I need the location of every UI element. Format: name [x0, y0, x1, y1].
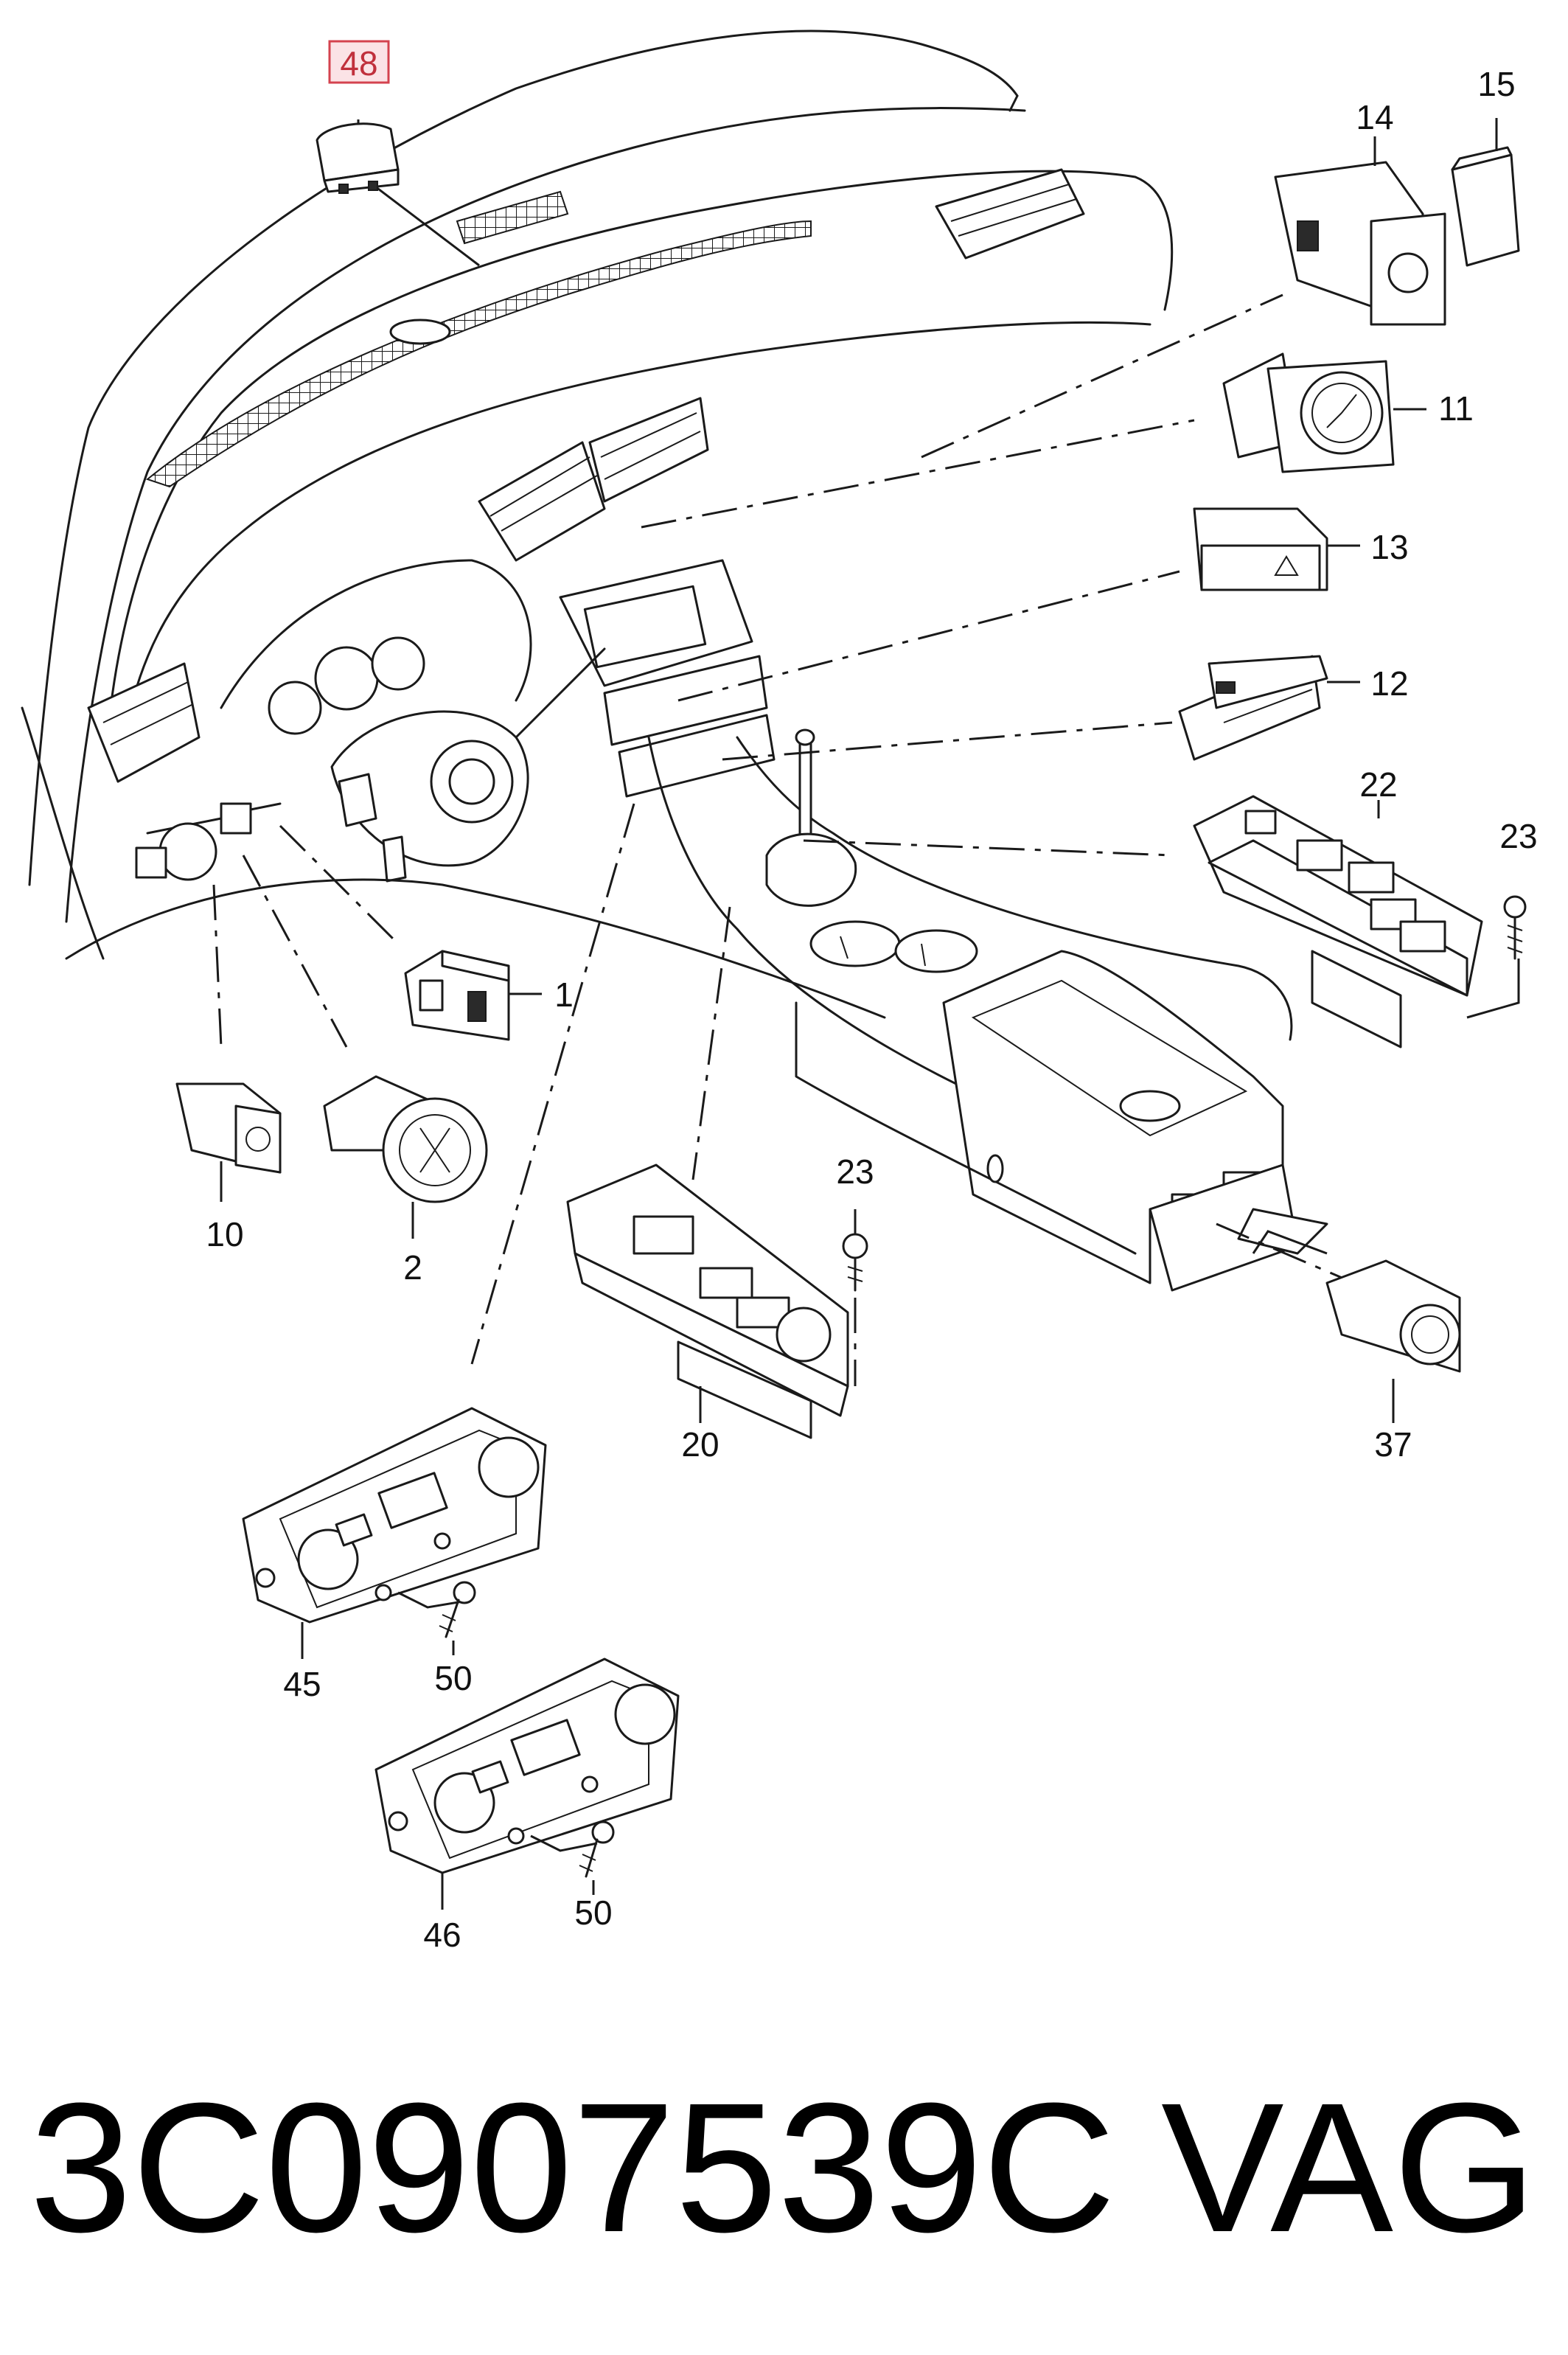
- callout-2: 2: [403, 1248, 422, 1287]
- part-45-climate-control: [242, 1407, 547, 1659]
- part-14-airbag-switch: [1274, 136, 1446, 326]
- part-22-console-switch-panel: [1193, 795, 1483, 1048]
- callout-13: 13: [1370, 528, 1408, 566]
- part-37-rotary-switch: [1325, 1259, 1461, 1423]
- part-12-switch-strip: [1178, 655, 1360, 761]
- callout-15: 15: [1477, 65, 1515, 103]
- callout-48: 48: [340, 44, 377, 83]
- callout-14: 14: [1356, 98, 1393, 136]
- part-48-button: [316, 122, 400, 194]
- part-11-clock: [1222, 352, 1426, 473]
- part-1-switch: [404, 950, 542, 1041]
- callout-10: 10: [206, 1215, 243, 1253]
- part-23-screw-right: [1466, 895, 1527, 1019]
- part-20-console-switch-panel: [566, 1163, 849, 1439]
- callout-50-lower: 50: [574, 1893, 612, 1932]
- callout-37: 37: [1374, 1425, 1412, 1464]
- brand-name: VAG: [1161, 2064, 1537, 2270]
- callout-20: 20: [681, 1425, 719, 1464]
- callout-22: 22: [1359, 765, 1397, 804]
- callout-50-upper: 50: [434, 1659, 472, 1697]
- part-number: 3C0907539C: [29, 2064, 1116, 2270]
- part-15-blanking-cap: [1451, 118, 1520, 267]
- part-10-switch: [175, 1082, 282, 1202]
- callout-12: 12: [1370, 664, 1408, 703]
- part-23-screw-middle: [842, 1209, 868, 1386]
- leader-lines: [212, 119, 1372, 1365]
- callout-48-highlight-box: [328, 40, 390, 84]
- callout-23-right: 23: [1499, 817, 1537, 855]
- part-50-screw-lower: [579, 1820, 615, 1895]
- part-50-screw-upper: [439, 1581, 476, 1655]
- callout-45: 45: [283, 1665, 321, 1703]
- callout-1: 1: [554, 975, 574, 1014]
- part-13-hazard-switch: [1193, 507, 1360, 591]
- dashboard-outline: [21, 29, 1174, 1019]
- part-46-climate-control: [374, 1657, 680, 1910]
- callout-23-middle: 23: [836, 1152, 874, 1191]
- centre-console: [647, 728, 1328, 1292]
- callout-46: 46: [423, 1916, 461, 1954]
- footer-caption: 3C0907539C VAG: [29, 2064, 1548, 2271]
- callout-11: 11: [1438, 389, 1474, 428]
- part-2-light-switch: [323, 1075, 488, 1239]
